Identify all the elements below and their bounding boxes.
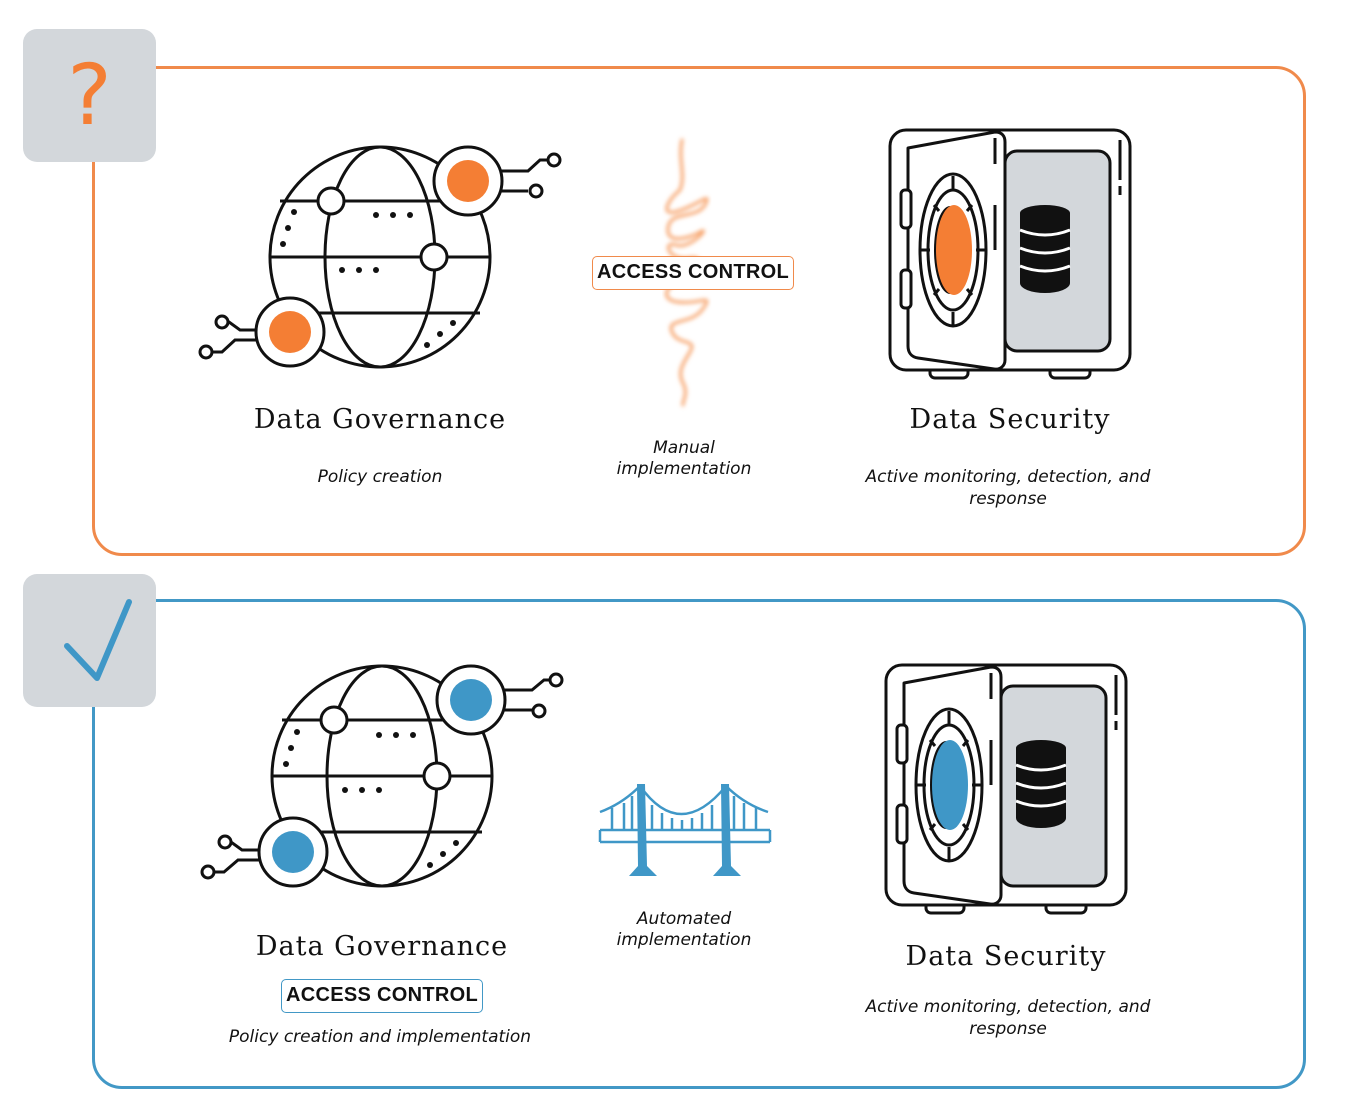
security-subtitle-line1: Active monitoring, detection, and [865, 997, 1151, 1017]
access-control-label: ACCESS CONTROL [592, 256, 794, 290]
check-badge [23, 574, 156, 707]
governance-subtitle: Policy creation [317, 467, 443, 487]
manual-approach-panel [92, 66, 1306, 556]
security-subtitle-line1: Active monitoring, detection, and [865, 467, 1151, 487]
bridge-icon [598, 784, 772, 876]
security-title: Data Security [909, 404, 1111, 435]
security-subtitle-line2: response [969, 489, 1047, 509]
question-badge: ? [23, 29, 156, 162]
governance-title: Data Governance [255, 931, 509, 962]
safe-vault-icon [884, 663, 1128, 915]
governance-title: Data Governance [253, 404, 507, 435]
globe-network-icon [198, 145, 562, 369]
safe-vault-icon [888, 128, 1132, 380]
access-control-label: ACCESS CONTROL [281, 979, 483, 1013]
automated-caption-line1: Automated [636, 909, 732, 929]
question-mark-icon: ? [67, 46, 112, 144]
security-title: Data Security [905, 941, 1107, 972]
globe-network-icon [200, 664, 564, 888]
check-mark-icon [64, 599, 132, 681]
automated-caption-line2: implementation [616, 930, 752, 950]
manual-caption-line2: implementation [616, 459, 752, 479]
manual-caption-line1: Manual [653, 438, 715, 458]
governance-subtitle: Policy creation and implementation [228, 1027, 532, 1047]
automated-approach-panel [92, 599, 1306, 1089]
security-subtitle-line2: response [969, 1019, 1047, 1039]
